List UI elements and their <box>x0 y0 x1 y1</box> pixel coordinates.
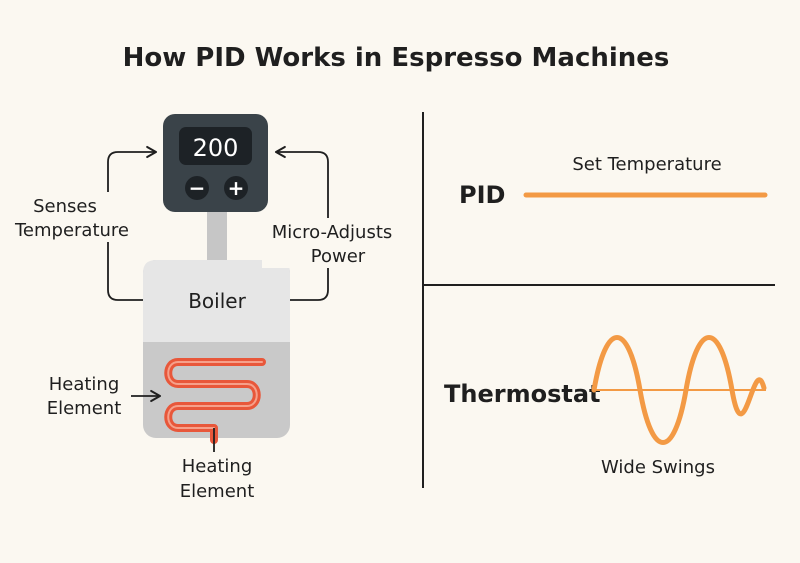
heating-coil-highlight <box>167 361 263 429</box>
wide-swings-label: Wide Swings <box>601 457 715 478</box>
set-temperature-label: Set Temperature <box>572 154 721 175</box>
pid-controller: 200 − + <box>163 114 268 212</box>
boiler-label: Boiler <box>188 289 246 313</box>
thermostat-wave <box>591 335 767 445</box>
controller-display <box>179 127 252 165</box>
boiler-upper <box>143 260 290 342</box>
plus-button[interactable] <box>224 176 248 200</box>
heating-left-label-line2: Element <box>47 398 122 419</box>
heating-left-label-line1: Heating <box>49 374 120 395</box>
minus-icon: − <box>189 176 206 200</box>
heating-bottom-label-line2: Element <box>180 481 255 502</box>
connector-pipe <box>207 212 227 264</box>
senses-label-line1: Senses <box>33 196 97 217</box>
thermostat-label: Thermostat <box>444 380 601 408</box>
page-title: How PID Works in Espresso Machines <box>123 43 670 73</box>
minus-button[interactable] <box>185 176 209 200</box>
adjusts-label-line1: Micro-Adjusts <box>272 222 393 243</box>
boiler: Boiler <box>143 260 290 444</box>
senses-label-line2: Temperature <box>14 220 129 241</box>
pid-label: PID <box>459 181 505 209</box>
adjusts-label-line2: Power <box>311 246 366 267</box>
display-value: 200 <box>193 134 239 162</box>
plus-icon: + <box>228 176 245 200</box>
heating-bottom-label-line1: Heating <box>182 456 253 477</box>
